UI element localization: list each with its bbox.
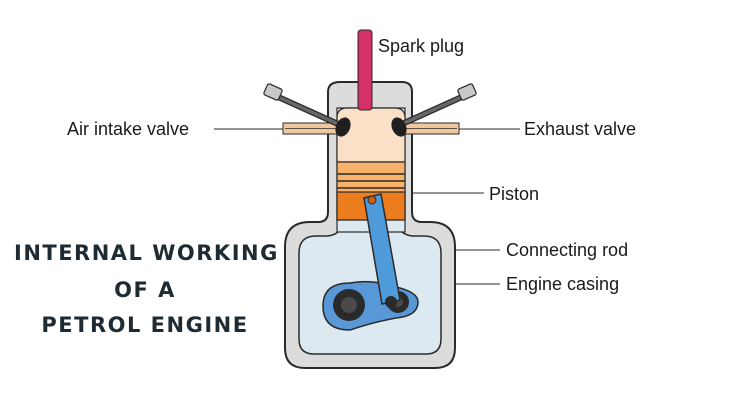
exhaust-valve [391, 83, 477, 137]
label-air-intake-valve: Air intake valve [67, 119, 190, 139]
spark-plug [357, 29, 373, 111]
diagram-title-line-3: PETROL ENGINE [41, 313, 249, 337]
connecting-rod [363, 193, 401, 308]
intake-valve [263, 83, 351, 137]
label-spark-plug: Spark plug [378, 36, 465, 56]
diagram-title-line-1: INTERNAL WORKING [14, 241, 279, 265]
label-exhaust-valve: Exhaust valve [524, 119, 637, 139]
intake-port [282, 122, 340, 135]
label-piston: Piston [489, 184, 540, 204]
combustion-chamber [336, 107, 406, 163]
label-engine-casing: Engine casing [506, 274, 620, 294]
exhaust-port [402, 122, 460, 135]
diagram-title-line-2: OF A [114, 278, 176, 302]
label-connecting-rod: Connecting rod [506, 240, 629, 260]
